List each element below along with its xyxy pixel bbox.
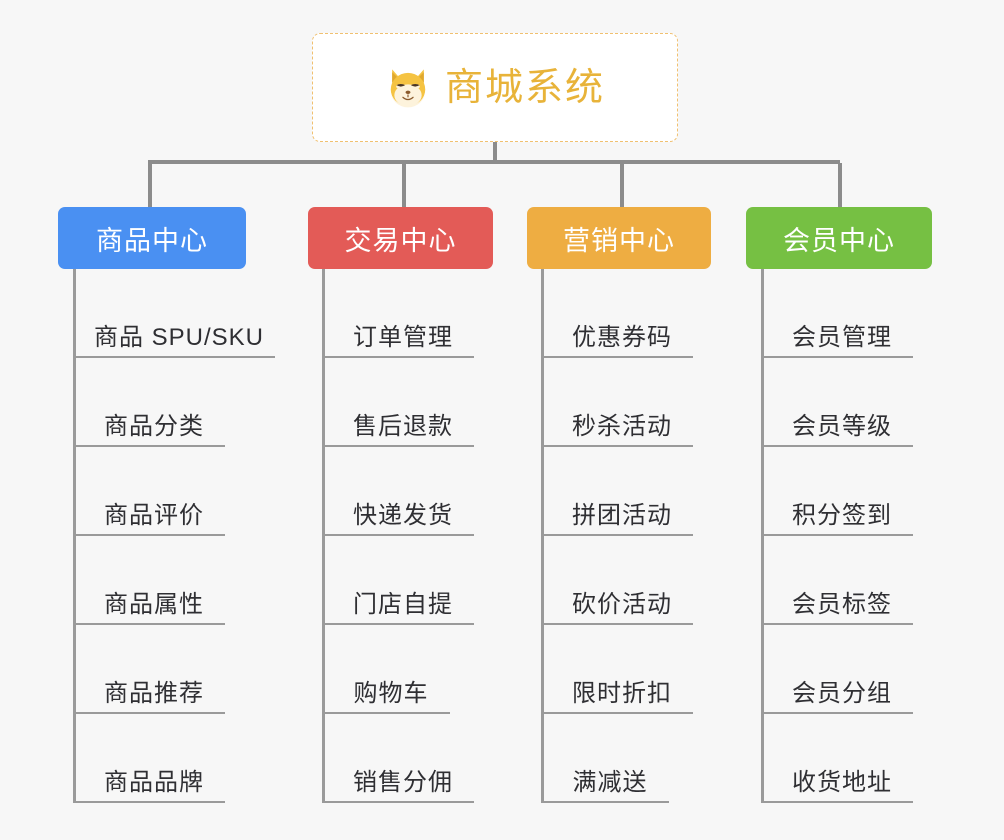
- leaf-item-label: 商品分类: [104, 412, 204, 440]
- leaf-item[interactable]: 砍价活动: [541, 536, 693, 625]
- connector-drop-product-center: [148, 163, 152, 208]
- leaf-item-label: 积分签到: [792, 501, 892, 529]
- leaf-item[interactable]: 会员标签: [761, 536, 913, 625]
- leaf-item-label: 商品 SPU/SKU: [93, 323, 265, 351]
- leaf-item-label: 会员标签: [792, 590, 892, 618]
- leaf-item-label: 收货地址: [792, 768, 892, 796]
- leaf-item-label: 商品品牌: [104, 768, 204, 796]
- leaf-item[interactable]: 商品推荐: [73, 625, 225, 714]
- leaf-spine-trade-center: [322, 269, 325, 803]
- leaf-item-label: 商品属性: [104, 590, 204, 618]
- leaf-item-label: 秒杀活动: [572, 412, 672, 440]
- leaf-item[interactable]: 收货地址: [761, 714, 913, 803]
- category-box-trade-center[interactable]: 交易中心: [308, 207, 493, 269]
- leaf-item[interactable]: 限时折扣: [541, 625, 693, 714]
- leaf-item[interactable]: 商品品牌: [73, 714, 225, 803]
- category-box-product-center[interactable]: 商品中心: [58, 207, 246, 269]
- category-box-marketing-center[interactable]: 营销中心: [527, 207, 711, 269]
- root-node-shop-system[interactable]: 商城系统: [312, 33, 678, 142]
- leaf-item-label: 商品评价: [104, 501, 204, 529]
- leaf-item[interactable]: 门店自提: [322, 536, 474, 625]
- connector-drop-trade-center: [402, 163, 406, 208]
- leaf-item[interactable]: 快递发货: [322, 447, 474, 536]
- category-label: 会员中心: [783, 225, 895, 256]
- leaf-item[interactable]: 订单管理: [322, 269, 474, 358]
- category-label: 交易中心: [344, 225, 457, 256]
- leaf-item-label: 优惠券码: [572, 323, 672, 351]
- connector-horizontal-bar: [148, 160, 840, 164]
- shiba-dog-face-icon: [390, 68, 426, 107]
- leaf-item[interactable]: 售后退款: [322, 358, 474, 447]
- leaf-spine-product-center: [73, 269, 76, 803]
- leaf-item[interactable]: 购物车: [322, 625, 450, 714]
- connector-drop-marketing-center: [620, 163, 624, 208]
- leaf-item-label: 限时折扣: [572, 679, 672, 707]
- leaf-item[interactable]: 秒杀活动: [541, 358, 693, 447]
- leaf-column-member-center: 会员管理会员等级积分签到会员标签会员分组收货地址: [761, 269, 981, 803]
- leaf-item[interactable]: 商品评价: [73, 447, 225, 536]
- leaf-item[interactable]: 商品 SPU/SKU: [73, 269, 275, 358]
- leaf-item[interactable]: 销售分佣: [322, 714, 474, 803]
- leaf-item[interactable]: 优惠券码: [541, 269, 693, 358]
- leaf-item[interactable]: 拼团活动: [541, 447, 693, 536]
- leaf-item[interactable]: 会员分组: [761, 625, 913, 714]
- leaf-item[interactable]: 会员管理: [761, 269, 913, 358]
- connector-root-stem: [493, 142, 497, 163]
- connector-drop-member-center: [838, 163, 842, 208]
- category-box-member-center[interactable]: 会员中心: [746, 207, 932, 269]
- leaf-item-label: 购物车: [353, 679, 429, 707]
- leaf-item[interactable]: 商品属性: [73, 536, 225, 625]
- leaf-item[interactable]: 商品分类: [73, 358, 225, 447]
- leaf-item-label: 快递发货: [353, 501, 453, 529]
- leaf-item-label: 会员管理: [792, 323, 892, 351]
- page-title: 商城系统: [444, 66, 605, 109]
- leaf-item-label: 售后退款: [353, 412, 453, 440]
- leaf-item-label: 门店自提: [353, 590, 453, 618]
- category-label: 营销中心: [563, 225, 675, 256]
- leaf-item-label: 砍价活动: [572, 590, 672, 618]
- leaf-item[interactable]: 积分签到: [761, 447, 913, 536]
- leaf-column-product-center: 商品 SPU/SKU 商品分类商品评价商品属性商品推荐商品品牌: [73, 269, 293, 803]
- leaf-item-label: 满减送: [572, 768, 648, 796]
- leaf-item[interactable]: 会员等级: [761, 358, 913, 447]
- leaf-item-label: 订单管理: [353, 323, 453, 351]
- leaf-spine-marketing-center: [541, 269, 544, 803]
- leaf-spine-member-center: [761, 269, 764, 803]
- leaf-column-trade-center: 订单管理售后退款快递发货门店自提购物车销售分佣: [322, 269, 542, 803]
- leaf-item-label: 会员分组: [792, 679, 892, 707]
- leaf-item-label: 商品推荐: [104, 679, 204, 707]
- category-label: 商品中心: [96, 225, 208, 256]
- leaf-column-marketing-center: 优惠券码秒杀活动拼团活动砍价活动限时折扣满减送: [541, 269, 761, 803]
- leaf-item[interactable]: 满减送: [541, 714, 669, 803]
- leaf-item-label: 会员等级: [792, 412, 892, 440]
- leaf-item-label: 拼团活动: [572, 501, 672, 529]
- leaf-item-label: 销售分佣: [353, 768, 453, 796]
